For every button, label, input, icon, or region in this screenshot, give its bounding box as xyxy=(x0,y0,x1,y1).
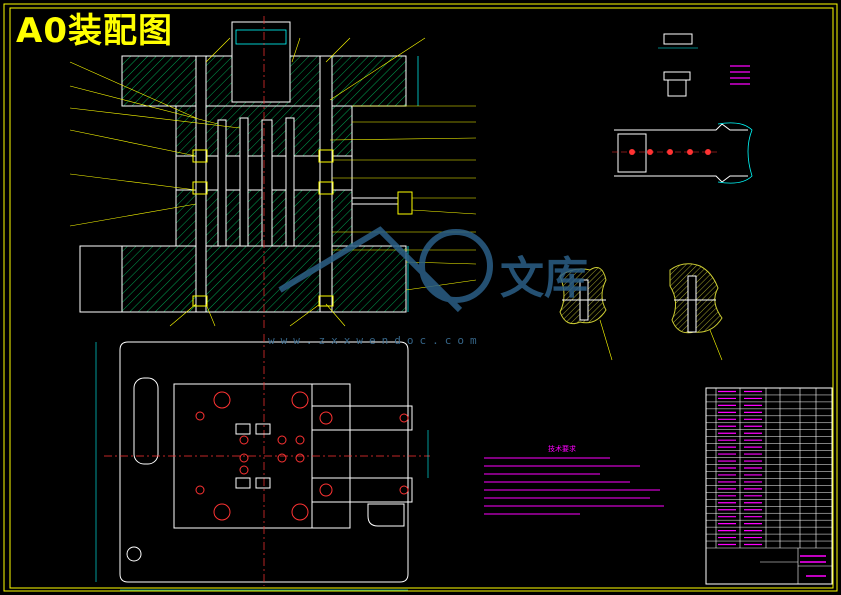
watermark-url: www.zxxwendoc.com xyxy=(268,334,483,347)
drawing-title: A0装配图 xyxy=(16,11,173,51)
inner-frame xyxy=(9,7,834,589)
technical-notes xyxy=(484,457,664,515)
title-block-bom xyxy=(705,387,833,585)
plan-view xyxy=(95,334,430,591)
wenku-logo-icon xyxy=(278,226,493,313)
leader-lines xyxy=(69,37,477,327)
watermark-text: 文库 xyxy=(500,253,588,304)
tech-notes-title: 技术要求 xyxy=(548,445,576,453)
section-detail-b xyxy=(669,263,723,361)
front-section-view xyxy=(79,16,419,330)
part-detail-view xyxy=(658,33,750,97)
strip-layout-view xyxy=(612,122,753,184)
outer-frame xyxy=(3,3,838,592)
section-detail-a xyxy=(559,267,613,361)
